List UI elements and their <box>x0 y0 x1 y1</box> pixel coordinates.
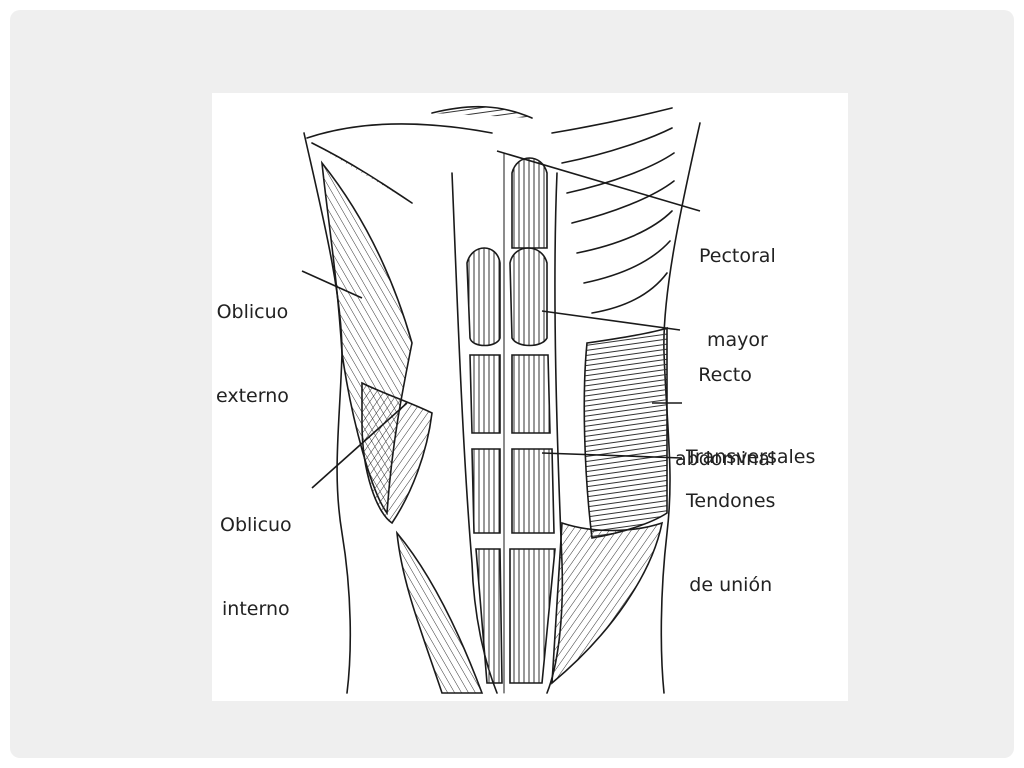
label-tendones-de-union: Tendones de unión <box>686 431 775 655</box>
label-pectoral-mayor: Pectoral mayor <box>699 186 776 410</box>
label-line: Transversales <box>686 446 816 468</box>
label-line: Oblicuo <box>216 301 289 323</box>
label-line: de unión <box>689 574 773 596</box>
leader-lines <box>301 150 701 489</box>
label-line: Pectoral <box>699 245 776 267</box>
label-line: Tendones <box>686 490 776 512</box>
label-line: abdominal <box>675 448 776 470</box>
label-line: mayor <box>706 329 768 351</box>
label-oblicuo-interno: Oblicuo interno <box>220 455 292 679</box>
label-line: interno <box>222 598 290 620</box>
muscle-drawing <box>301 105 701 694</box>
label-line: Oblicuo <box>220 514 292 536</box>
label-recto-abdominal: Recto abdominal <box>675 305 775 529</box>
label-transversales: Transversales <box>686 387 815 527</box>
label-line: externo <box>216 385 289 407</box>
label-line: Recto <box>698 364 752 386</box>
abdominal-muscles-illustration: Pectoral mayor Oblicuo externo Recto abd… <box>212 93 848 701</box>
label-oblicuo-externo: Oblicuo externo <box>216 242 289 466</box>
